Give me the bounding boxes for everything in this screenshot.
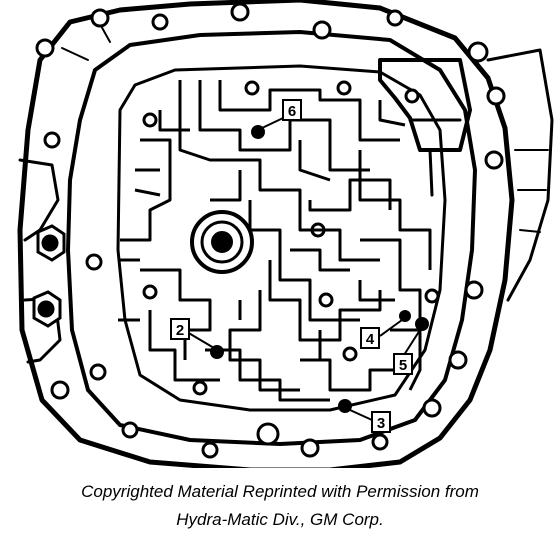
bolt — [256, 422, 280, 446]
bolt — [151, 13, 169, 31]
bolt — [244, 80, 260, 96]
callout-2: 2 — [170, 318, 190, 340]
valve-body-outline — [116, 64, 447, 412]
bolt — [422, 398, 442, 418]
check-ball-3 — [338, 399, 352, 413]
bolt — [89, 363, 107, 381]
bolt — [464, 280, 484, 300]
callout-label-4: 4 — [366, 331, 375, 348]
bolt — [371, 433, 389, 451]
bolt — [43, 131, 61, 149]
fluid-passages — [118, 80, 432, 402]
callout-label-2: 2 — [176, 322, 184, 339]
bolt — [230, 2, 250, 22]
bolt — [448, 350, 468, 370]
bolt — [85, 253, 103, 271]
caption-line-1: Copyrighted Material Reprinted with Perm… — [81, 482, 479, 501]
bolt — [142, 284, 158, 300]
copyright-caption: Copyrighted Material Reprinted with Perm… — [0, 478, 560, 534]
bolt — [386, 9, 404, 27]
bolt — [336, 80, 352, 96]
callout-6: 6 — [282, 99, 302, 121]
caption-line-2: Hydra-Matic Div., GM Corp. — [176, 510, 384, 529]
check-ball-4 — [399, 310, 411, 322]
bolt — [312, 20, 332, 40]
callout-5: 5 — [393, 353, 413, 375]
callout-label-3: 3 — [377, 415, 385, 432]
check-ball-5 — [415, 317, 429, 331]
bolt — [342, 346, 358, 362]
bolt — [50, 380, 70, 400]
bolt — [484, 150, 504, 170]
bolt — [192, 380, 208, 396]
bolt — [300, 438, 320, 458]
bolt — [467, 41, 489, 63]
callout-label-5: 5 — [399, 357, 407, 374]
bolt — [90, 8, 110, 28]
bolt — [201, 441, 219, 459]
check-ball-6 — [251, 125, 265, 139]
bolt — [35, 38, 55, 58]
bolt — [142, 112, 158, 128]
bolt — [318, 292, 334, 308]
bolt — [424, 288, 440, 304]
callout-3: 3 — [371, 411, 391, 433]
gasket-outline — [66, 30, 477, 446]
bolt — [121, 421, 139, 439]
right-bracket — [378, 58, 472, 152]
bolt — [404, 88, 420, 104]
callout-label-6: 6 — [288, 103, 296, 120]
callout-4: 4 — [360, 327, 380, 349]
case-outer-outline — [17, 0, 515, 468]
valve-body-diagram: 6 2 3 4 5 — [17, 0, 554, 468]
bolt — [486, 86, 506, 106]
